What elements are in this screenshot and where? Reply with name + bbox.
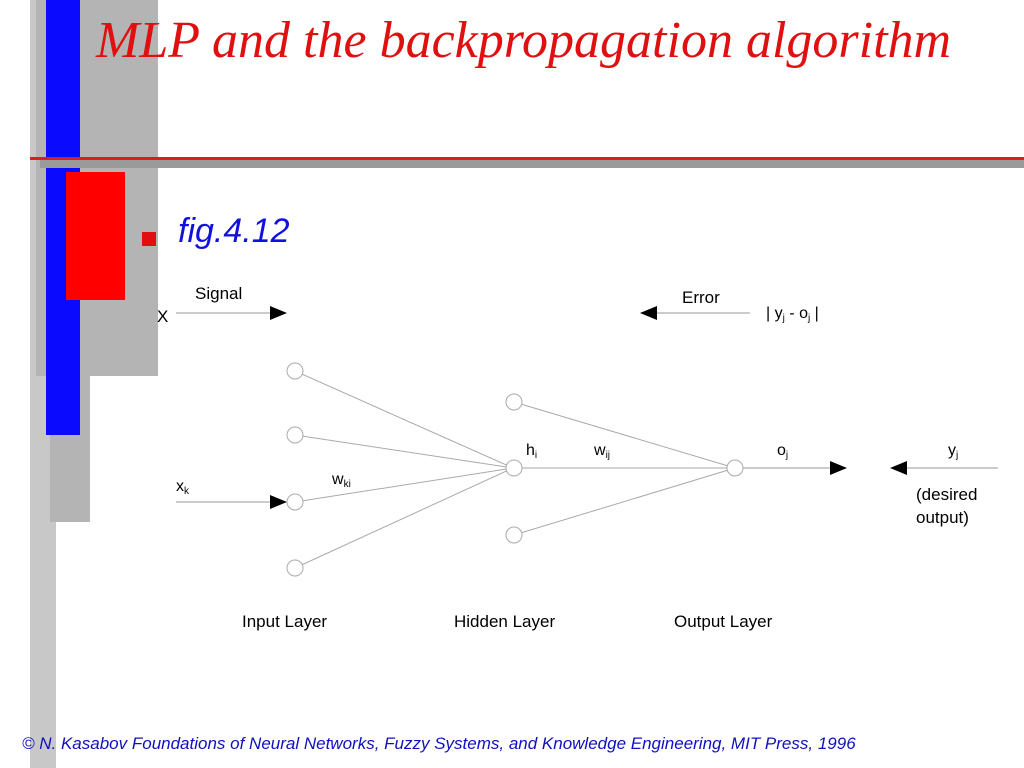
error-expression: | yj - oj | bbox=[766, 305, 819, 324]
input-layer-label: Input Layer bbox=[242, 612, 327, 631]
hidden-node bbox=[505, 393, 523, 411]
signal-label: Signal bbox=[195, 284, 242, 303]
bullet-square-icon bbox=[142, 232, 156, 246]
hidden-node bbox=[505, 459, 523, 477]
label-w-ij: wij bbox=[593, 442, 610, 461]
input-hidden-connections bbox=[294, 370, 514, 569]
output-arrow-head bbox=[830, 461, 847, 475]
desired-output-line2: output) bbox=[916, 508, 969, 527]
input-node bbox=[286, 493, 304, 511]
hidden-node bbox=[505, 526, 523, 544]
signal-arrow-head bbox=[270, 306, 287, 320]
hidden-layer-label: Hidden Layer bbox=[454, 612, 555, 631]
label-o-j: oj bbox=[777, 442, 788, 461]
connection bbox=[294, 370, 514, 469]
connection bbox=[294, 467, 514, 569]
slide-title: MLP and the backpropagation algorithm bbox=[96, 12, 952, 69]
hidden-output-connections bbox=[513, 401, 736, 536]
input-node bbox=[286, 426, 304, 444]
label-w-ki: wki bbox=[331, 471, 351, 490]
error-label: Error bbox=[682, 288, 720, 307]
output-layer-label: Output Layer bbox=[674, 612, 773, 631]
output-node bbox=[726, 459, 744, 477]
connection bbox=[294, 434, 514, 469]
input-node bbox=[286, 362, 304, 380]
title-underline-gray bbox=[40, 160, 1024, 168]
decor-red-block bbox=[66, 172, 125, 300]
label-h-i: hi bbox=[526, 442, 537, 461]
connection bbox=[513, 401, 736, 469]
input-node bbox=[286, 559, 304, 577]
desired-output-line1: (desired bbox=[916, 485, 977, 504]
signal-input-label: X bbox=[157, 307, 168, 326]
desired-arrow-head bbox=[890, 461, 907, 475]
input-xk-arrow-head bbox=[270, 495, 287, 509]
copyright-footer: © N. Kasabov Foundations of Neural Netwo… bbox=[22, 734, 856, 753]
error-arrow-head bbox=[640, 306, 657, 320]
figure-label: fig.4.12 bbox=[178, 212, 290, 250]
connection bbox=[294, 467, 514, 503]
title-underline-red bbox=[30, 157, 1024, 160]
label-y-j: yj bbox=[948, 442, 958, 461]
label-x-k: xk bbox=[176, 478, 190, 497]
connection bbox=[513, 467, 736, 536]
